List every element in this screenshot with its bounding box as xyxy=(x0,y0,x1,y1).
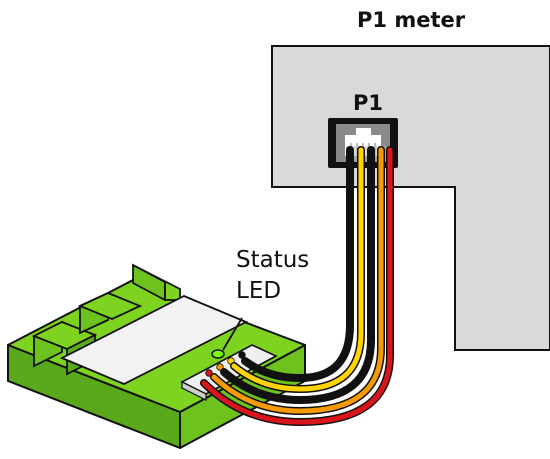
port-label: P1 xyxy=(353,91,383,115)
meter-panel xyxy=(271,45,550,351)
status-led-icon xyxy=(211,349,225,359)
status-label-line1: Status xyxy=(236,247,309,273)
status-label-line2: LED xyxy=(236,278,281,304)
meter-title: P1 meter xyxy=(357,8,466,32)
wire-bundle xyxy=(200,146,394,426)
status-led-pointer xyxy=(222,317,243,351)
